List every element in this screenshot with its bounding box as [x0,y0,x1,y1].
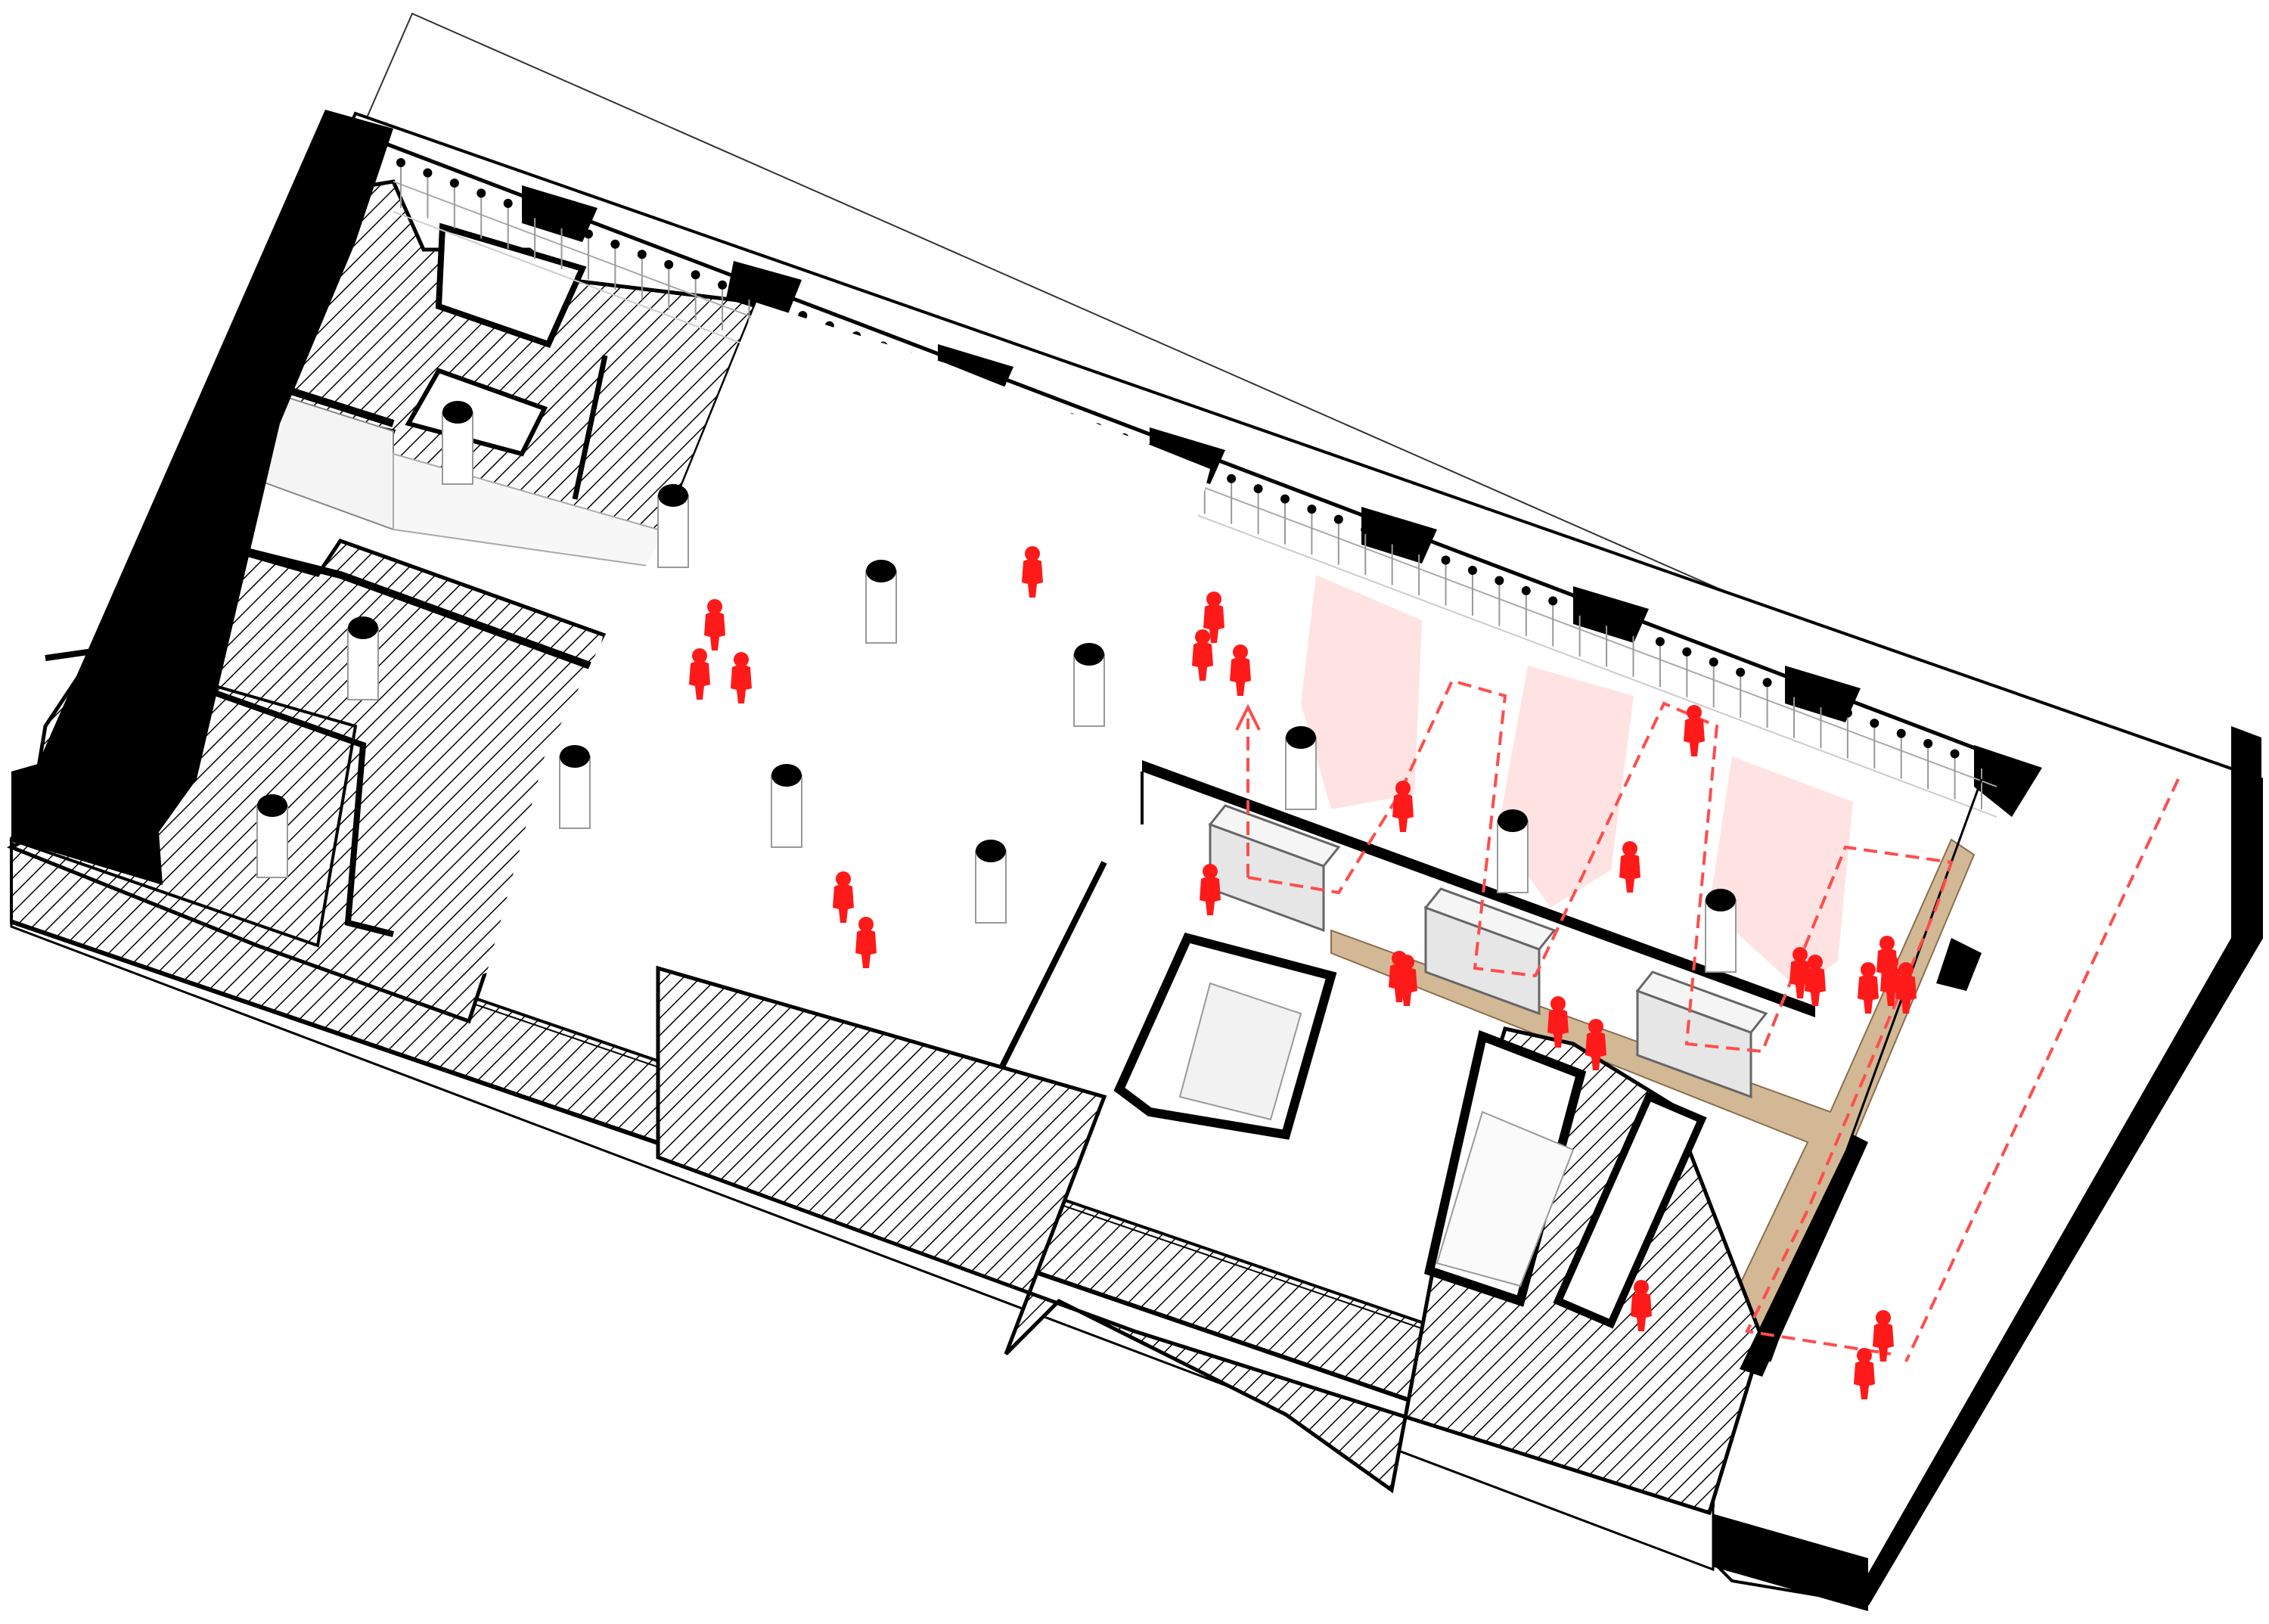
person-figure-icon [1200,864,1221,915]
mullion-cap [718,280,728,290]
column-icon [1073,643,1105,727]
person-figure-icon [1631,1280,1652,1331]
person-figure-icon [1547,996,1569,1048]
mullion-cap [771,300,781,310]
mullion-cap [1227,474,1237,483]
person-figure-icon [731,652,752,703]
person-figure-icon [1022,546,1043,598]
column-icon [442,401,473,485]
mullion-cap [1762,678,1772,688]
person-figure-icon [1858,962,1879,1014]
circulation-paths [1235,678,2180,1362]
mullion-cap [1816,698,1826,708]
column-icon [559,745,591,829]
column-icon [1705,889,1737,973]
mullion-cap [1280,494,1290,504]
person-figure-icon [1192,629,1213,681]
person-figure-icon [1895,962,1917,1014]
mullion-cap [557,219,566,228]
mullion-cap [1253,484,1263,494]
mullion-cap [1467,565,1477,575]
person-figure-icon [1230,644,1251,696]
mullion-cap [664,259,674,269]
mullion-cap [1870,719,1879,728]
site-outline [355,12,2187,795]
mullion-cap [610,239,620,249]
mullion-cap [1896,728,1906,738]
mullion-cap [1575,606,1585,616]
mullion-cap [503,198,513,208]
mullion-cap [423,168,433,178]
path-arrow-icon [1235,703,1261,731]
mullion-cap [1842,708,1852,718]
mullion-cap [1361,525,1370,535]
person-figure-icon [1805,955,1826,1006]
column-icon [1285,726,1317,810]
person-figure-icon [1854,1348,1875,1399]
mullion-cap [530,209,540,219]
column-icon [347,616,379,700]
display-cases [1208,804,1768,1099]
person-figure-icon [689,648,710,700]
column-icon [256,794,288,878]
column-icon [771,764,802,848]
person-figure-icon [1619,841,1640,893]
mullion-cap [1709,657,1718,667]
mullion-cap [476,188,486,198]
person-figure-icon [704,599,725,651]
mullion-cap [637,250,647,259]
person-figure-icon [1873,1310,1894,1362]
person-figure-icon [1203,592,1225,643]
column-icon [657,484,689,568]
mullion-cap [691,270,700,280]
mullion-cap [1789,688,1799,697]
mullion-cap [1682,647,1692,657]
fitting-zones [1301,575,1853,991]
mullion-cap [1495,576,1504,585]
mullion-cap [1387,535,1397,545]
mullion-cap [744,290,754,300]
person-figure-icon [1684,705,1705,756]
person-figure-icon [833,871,854,923]
person-figure-icon [1585,1019,1606,1070]
person-figure-icon [1396,955,1417,1006]
mullion-cap [1628,626,1638,636]
column-icon [1497,809,1529,893]
column-icon [975,840,1007,924]
person-figure-icon [1789,947,1811,998]
mullion-cap [1548,596,1558,606]
mullion-cap [1441,555,1451,565]
east-slab-edge [1709,726,2261,1611]
mullion-cap [449,178,459,188]
mullion-cap [1414,545,1424,555]
mullion-cap [583,229,593,239]
mullion-cap [1923,739,1933,749]
main-sales-floor [484,303,1210,1076]
person-figure-icon [1880,955,1901,1006]
mullion-cap [1333,514,1343,524]
east-wall [1740,778,1983,1377]
display-case [1423,887,1557,1016]
mullion-cap [1602,616,1612,626]
person-figure-icon [1392,781,1414,832]
mullion-cap [1655,637,1665,647]
mullion-cap [1521,585,1531,595]
fitting-partition [1141,760,1815,1017]
mullion-cap [1736,667,1746,677]
mullion-cap [1977,759,1986,769]
mullion-cap [396,158,405,167]
person-figure-icon [855,917,877,968]
people-figures [689,546,1917,1399]
mullion-cap [1307,505,1317,514]
column-icon [865,560,897,644]
mullion-cap [1950,749,1960,759]
columns [256,401,1737,973]
service-rooms [656,932,1765,1516]
